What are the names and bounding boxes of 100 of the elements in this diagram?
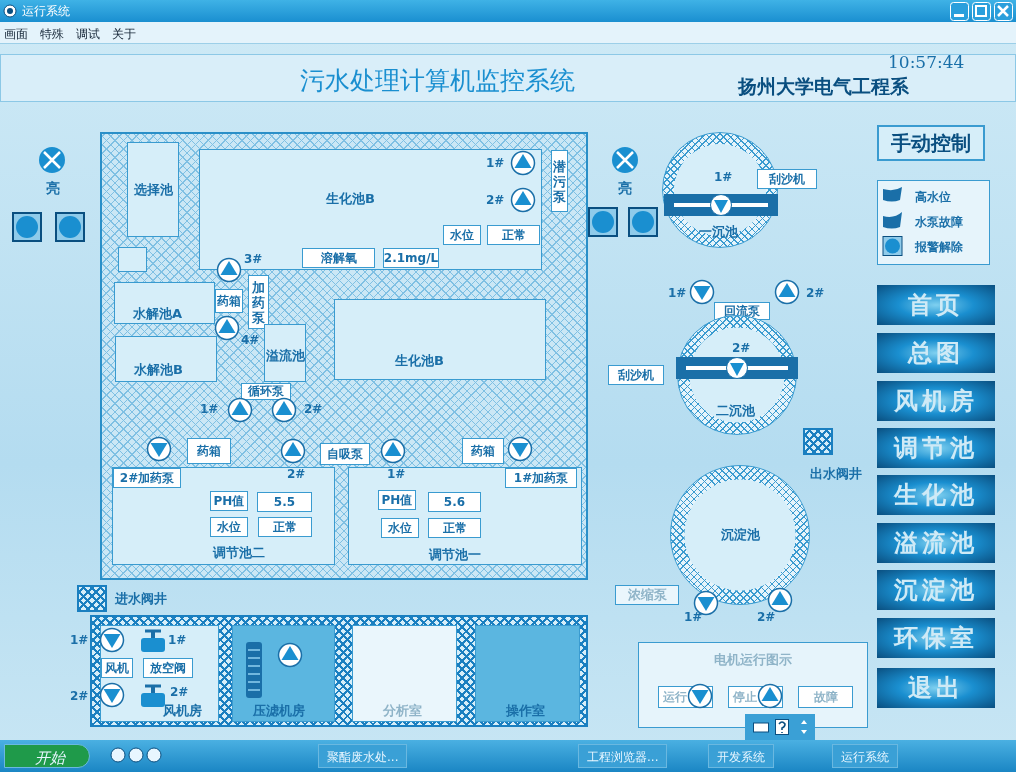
field-text: 溶解氧 [320, 249, 357, 267]
tank-tag [462, 438, 504, 464]
sample-text: 停止 [733, 689, 757, 706]
room [352, 625, 457, 722]
tag-text: 药箱 [217, 292, 241, 310]
nav-button: 总图 [877, 333, 995, 373]
tank [118, 247, 147, 272]
tank [114, 282, 215, 324]
pump-number: 1# [387, 467, 406, 481]
field-text: PH值 [381, 491, 413, 509]
tank [112, 467, 335, 565]
tag-text: 放空阀 [150, 659, 186, 677]
tag-text: 自吸泵 [327, 445, 363, 463]
window-title: 运行系统 [22, 3, 70, 20]
valve-number: 1# [168, 633, 187, 647]
pump-tag [320, 443, 370, 465]
pump-number: 2# [287, 467, 306, 481]
tag-text: 药箱 [471, 442, 495, 460]
pump-number: 1# [70, 633, 89, 647]
field-text: 正常 [273, 518, 297, 536]
field-text: 2.1mg/L [383, 251, 439, 265]
value-field [428, 492, 481, 512]
field-text: PH值 [213, 492, 245, 510]
valve-number: 2# [170, 685, 189, 699]
equipment-tag [757, 169, 817, 189]
well-label: 进水阀井 [115, 590, 167, 608]
building-strip [90, 615, 588, 727]
legend-text: 报警解除 [915, 239, 963, 256]
menu-item: 调试 [76, 26, 100, 43]
value-field [257, 492, 312, 512]
pump-tag [241, 383, 291, 400]
pump-number: 2# [732, 341, 751, 355]
tag-text: 药箱 [197, 442, 221, 460]
tag-text: 2#加药泵 [119, 469, 175, 487]
tag-text: 潜污泵 [552, 158, 567, 204]
tank-label: 沉淀池 [720, 526, 760, 544]
pump-tag [615, 585, 679, 605]
pump-tag [714, 302, 770, 320]
field-text: 水位 [217, 518, 241, 536]
tank-label: 生化池B [326, 190, 375, 208]
header-text: 扬州大学电气工程系 [738, 74, 909, 99]
room-label: 操作室 [506, 702, 545, 720]
pump-number: 1# [714, 170, 733, 184]
panel-title: 电机运行图示 [714, 651, 792, 669]
taskbar-button: 工程浏览器... [578, 744, 668, 768]
tank [348, 467, 582, 565]
pump-number: 1# [200, 402, 219, 416]
sample-text: 运行 [663, 689, 687, 706]
tank [334, 299, 546, 380]
room-label: 压滤机房 [253, 702, 305, 720]
tank-label: 调节池一 [429, 546, 481, 564]
room [475, 625, 580, 722]
valve-well [77, 585, 107, 612]
start-button: 开始 [4, 744, 90, 768]
field-text: 正常 [501, 226, 526, 244]
tank-tag [187, 438, 231, 464]
status-field [210, 517, 248, 537]
tag-text: 刮沙机 [618, 366, 654, 384]
legend-text: 高水位 [915, 189, 951, 206]
pump-number: 1# [684, 610, 703, 624]
pump-number: 2# [304, 402, 323, 416]
pump-tag [505, 468, 577, 488]
manual-control-button: 手动控制 [877, 125, 985, 161]
tag-text: 浓缩泵 [627, 586, 667, 604]
plant-area [100, 132, 588, 580]
pump-number: 2# [486, 193, 505, 207]
status-field [258, 517, 312, 537]
status-field [428, 518, 481, 538]
tag-text: 刮沙机 [769, 170, 805, 188]
field-text: 5.6 [443, 495, 466, 509]
tank-label: 选择池 [133, 180, 173, 199]
menu-item: 画面 [4, 26, 28, 43]
tank-label: 生化池B [395, 352, 444, 370]
lamp-label: 亮 [46, 180, 60, 198]
nav-button: 风机房 [877, 381, 995, 421]
tank [127, 142, 179, 237]
tag-text: 加药泵 [251, 279, 266, 325]
tank-label: 水解池A [133, 305, 183, 323]
status-field [381, 518, 419, 538]
tag-text: 回流泵 [724, 302, 760, 320]
pump-number: 2# [70, 689, 89, 703]
field-text: 水位 [450, 226, 474, 244]
nav-button: 首页 [877, 285, 995, 325]
status-sample [798, 686, 853, 708]
field-text: 水位 [388, 519, 412, 537]
status-field [443, 225, 481, 245]
tank-label: 调节池二 [213, 544, 265, 562]
tag-text: 循环泵 [248, 383, 284, 400]
sample-text: 故障 [813, 688, 838, 706]
tank-label: 溢流池 [266, 347, 305, 365]
pump-number: 3# [244, 252, 263, 266]
tank [115, 336, 217, 382]
pump-number: 4# [241, 333, 260, 347]
field-text: 正常 [442, 519, 467, 537]
equipment-tag [143, 658, 193, 678]
tank-label: 一沉池 [699, 223, 738, 241]
nav-button: 环保室 [877, 618, 995, 658]
menu-item: 特殊 [40, 26, 64, 43]
status-field [487, 225, 540, 245]
tank [199, 149, 542, 270]
